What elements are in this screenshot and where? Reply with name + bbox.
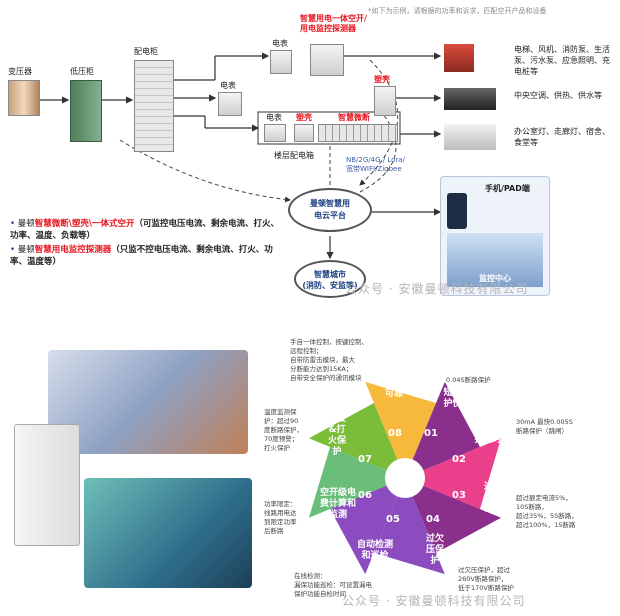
transformer-image <box>8 80 40 116</box>
pinwheel-petal-02 <box>405 438 502 510</box>
pinwheel-petal-04 <box>373 478 445 575</box>
features-pinwheel <box>308 381 502 575</box>
meter-3-image <box>264 124 286 142</box>
segment-02-number: 02 <box>452 454 466 465</box>
load-3-image <box>444 124 496 150</box>
floor-box-label: 楼层配电箱 <box>274 151 314 160</box>
breaker-white-product <box>14 424 80 546</box>
bullet-list: • 曼顿智慧微断\塑壳\一体式空开（可监控电压电流、剩余电流、打火、功率、温度、… <box>10 218 280 268</box>
segment-02-title: 漏电保 护及时 <box>474 424 502 445</box>
load-2-text: 中央空调、供热、供水等 <box>514 91 602 100</box>
segment-06-title: 空开级电 费计算和 监测 <box>319 488 356 520</box>
bullet-1-highlight: 智慧微断\塑壳\一体式空开 <box>34 219 135 229</box>
transformer-label: 变压器 <box>8 67 32 76</box>
bullet-dot-icon: • <box>10 219 16 229</box>
desc-08: 手自一体控制，按键控制、 远程控制； 自带防雷击模块，最大 分断能力达到15KA… <box>290 338 368 382</box>
desc-05: 在线检测： 漏保功能巡检：可设置漏电 保护功能自检时间 <box>294 572 372 598</box>
bullet-2-suffix: （只监不控电压电流、剩余电流、打火、功率、温度等） <box>10 245 273 267</box>
segment-04-title: 过欠 压保 护 <box>425 534 444 566</box>
pinwheel-petal-08 <box>365 381 437 478</box>
desc-06: 功率限定： 线路用电达 到限定功率 后断路 <box>264 500 297 535</box>
desc-02: 30mA 最快0.005S 断路保护（跳闸） <box>516 418 573 435</box>
desc-03: 超过额定电流5%， 10S断路， 超过35%，5S断路， 超过100%，1S断路 <box>516 494 578 529</box>
smart-breaker-title-line1: 智慧用电一体空开/ <box>300 14 367 23</box>
segment-03-title: 过流 保护 精准 <box>483 482 502 514</box>
meter-1-label: 电表 <box>272 39 288 48</box>
smart-breaker-title: 智慧用电一体空开/ 用电监控探测器 <box>300 14 367 34</box>
smart-breaker-1-image <box>310 44 344 76</box>
segment-03-number: 03 <box>452 490 466 501</box>
plastic-shell-image-2 <box>294 124 314 142</box>
bullet-1-prefix: 曼顿 <box>17 219 35 229</box>
pinwheel-petal-06 <box>308 446 405 518</box>
network-label: NB/2G/4G / Lora/ 宽带WIFI/Zigbee <box>346 156 405 173</box>
meter-1-image <box>270 50 292 74</box>
meter-3-label: 电表 <box>266 113 282 122</box>
plastic-shell-label-2: 塑壳 <box>296 113 312 122</box>
lv-cabinet-label: 低压柜 <box>70 67 94 76</box>
pinwheel-petal-07 <box>308 403 405 478</box>
breaker-3d-render-top <box>48 350 248 454</box>
bullet-2-highlight: 智慧用电监控探测器 <box>34 245 112 255</box>
desc-04: 过欠压保护，超过 260V断路保护， 低于170V断路保护 <box>458 566 514 592</box>
smart-city: 智慧城市 (消防、安监等) <box>294 260 366 298</box>
cloud-platform: 曼顿智慧用 电云平台 <box>288 188 372 232</box>
watermark-top: 公众号 · 安徽曼顿科技有限公司 <box>345 282 529 296</box>
segment-06-number: 06 <box>358 490 372 501</box>
plastic-shell-label-1: 塑壳 <box>374 75 390 84</box>
breaker-3d-render-bottom <box>84 478 252 588</box>
meter-2-label: 电表 <box>220 81 236 90</box>
desc-07: 温度监测保 护：超过90 度断路保护， 70度预警； 打火保护 <box>264 408 303 452</box>
segment-08-number: 08 <box>388 428 402 439</box>
pinwheel-petal-01 <box>405 381 480 478</box>
bullet-dot-icon: • <box>10 245 16 255</box>
segment-07-title: 温度 &打 火保 护 <box>327 414 346 457</box>
monitor-panel: 手机/PAD端 监控中心 <box>440 176 550 296</box>
distribution-cabinet-image <box>134 60 174 152</box>
segment-05-number: 05 <box>386 514 400 525</box>
segment-08-title: 安全 可靠 <box>384 378 403 399</box>
monitor-center-label: 监控中心 <box>479 274 511 283</box>
load-3-text: 办公室灯、走廊灯、宿舍、食堂等 <box>514 127 610 147</box>
load-1-text: 电梯、风机、消防泵、生活泵、污水泵、应急照明、充电桩等 <box>514 45 610 76</box>
pinwheel-petal-03 <box>405 478 502 553</box>
bullet-item-2: • 曼顿智慧用电监控探测器（只监不控电压电流、剩余电流、打火、功率、温度等） <box>10 244 280 268</box>
smart-breaker-title-line2: 用电监控探测器 <box>300 24 356 33</box>
load-1-image <box>444 44 474 72</box>
segment-07-number: 07 <box>358 454 372 465</box>
meter-2-image <box>218 92 242 116</box>
monitor-room-image <box>447 233 543 287</box>
top-note: *如下为示例，请根据的功率和诉求，匹配空开产品和设备 <box>368 7 547 15</box>
smart-micro-breaker-image <box>318 124 398 142</box>
mobile-label: 手机/PAD端 <box>485 184 530 193</box>
bullet-1-suffix: （可监控电压电流、剩余电流、打火、功率、温度、负载等） <box>10 219 279 241</box>
desc-01: 0.04S断路保护 <box>446 376 491 384</box>
bullet-item-1: • 曼顿智慧微断\塑壳\一体式空开（可监控电压电流、剩余电流、打火、功率、温度、… <box>10 218 280 242</box>
pinwheel-petal-05 <box>330 478 405 575</box>
segment-01-number: 01 <box>424 428 438 439</box>
segment-04-number: 04 <box>426 514 440 525</box>
smart-micro-breaker-label: 智慧微断 <box>338 113 370 122</box>
phone-image <box>447 193 467 229</box>
load-2-image <box>444 88 496 110</box>
segment-05-title: 自动检测 和巡检 <box>356 540 393 561</box>
distribution-cabinet-label: 配电柜 <box>134 47 158 56</box>
plastic-shell-image-1 <box>374 86 396 116</box>
watermark-bottom: 公众号 · 安徽曼顿科技有限公司 <box>342 594 526 608</box>
lv-cabinet-image <box>70 80 102 142</box>
pinwheel-center <box>385 458 425 498</box>
segment-01-title: 短路保 护快速 <box>443 388 471 409</box>
bullet-2-prefix: 曼顿 <box>17 245 35 255</box>
